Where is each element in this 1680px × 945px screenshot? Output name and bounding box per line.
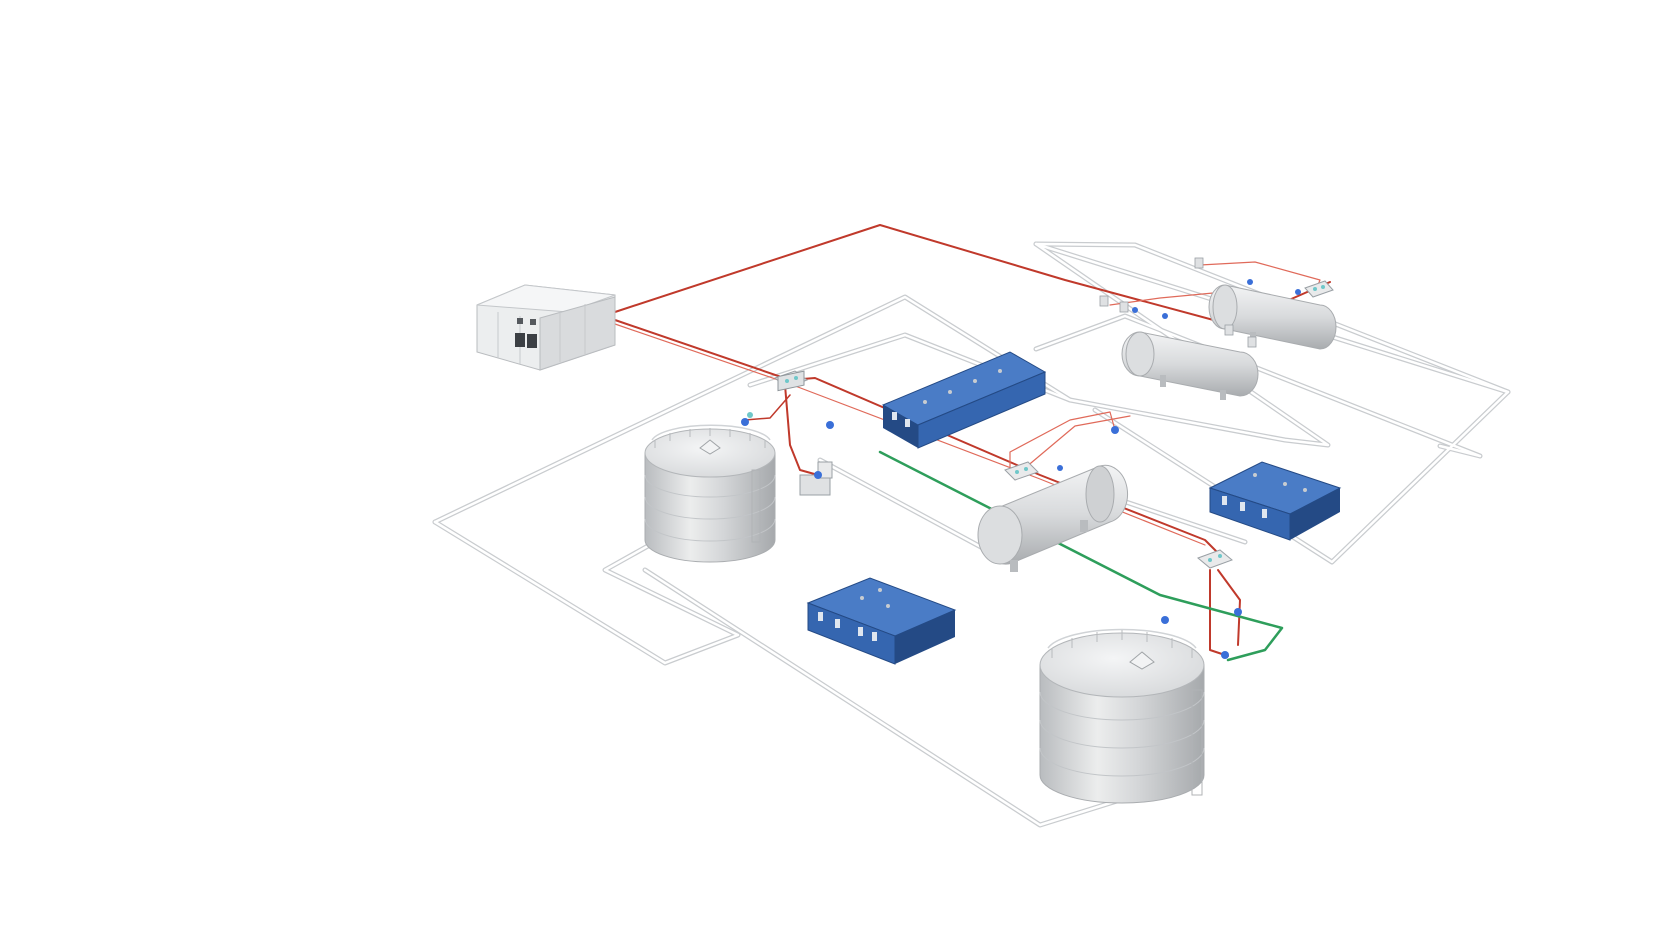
pressure-sensor-icon <box>1132 307 1138 313</box>
pressure-sensor-icon <box>1247 279 1253 285</box>
flow-sensor-icon <box>1221 651 1229 659</box>
vessel-center[interactable] <box>978 426 1128 572</box>
building-top[interactable] <box>883 352 1045 448</box>
cabinet-display-icon <box>515 333 525 347</box>
control-cabinet[interactable] <box>477 285 615 370</box>
tank-left[interactable] <box>645 418 775 562</box>
temperature-sensor-icon <box>1057 465 1063 471</box>
level-sensor-icon <box>747 412 753 418</box>
tank-right[interactable] <box>1040 608 1242 803</box>
pressure-sensor-icon <box>826 421 834 429</box>
cable-red-top-right <box>1200 262 1320 285</box>
junction-box-3[interactable] <box>1198 550 1232 568</box>
building-right[interactable] <box>1210 462 1340 540</box>
level-sensor-icon <box>741 418 749 426</box>
pressure-sensor-icon <box>1111 426 1119 434</box>
cable-red-left-drop <box>785 385 818 475</box>
cable-red-right-drop-2 <box>1218 570 1240 645</box>
cabinet-display-icon <box>527 334 537 348</box>
building-bottom[interactable] <box>808 578 955 664</box>
cable-red-center-up <box>1010 412 1115 470</box>
temperature-sensor-icon <box>1295 289 1301 295</box>
flow-sensor-icon <box>814 471 822 479</box>
pressure-sensor-icon <box>1234 608 1242 616</box>
pressure-sensor-icon <box>1162 313 1168 319</box>
level-sensor-icon <box>1161 616 1169 624</box>
